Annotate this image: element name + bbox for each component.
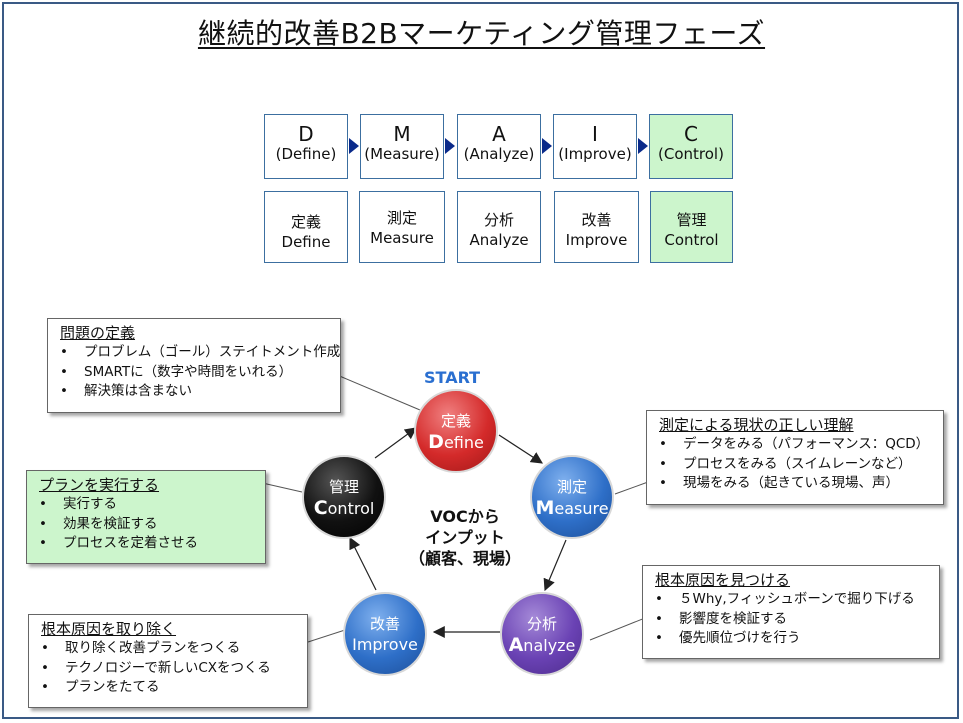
phase-arrow-4 (638, 138, 648, 154)
callout-define: 問題の定義 •プロブレム（ゴール）ステイトメント作成 •SMARTに（数字や時間… (47, 318, 341, 413)
leader-define (329, 371, 421, 411)
circle-control-en: Control (304, 497, 384, 520)
list-item: •影響度を検証する (655, 610, 787, 627)
phase-box-define: D (Define) (264, 114, 348, 179)
label-jp-control: 管理 (676, 211, 707, 229)
label-box-improve: 改善 Improve (554, 191, 639, 263)
list-item: •５Why,フィッシュボーンで掘り下げる (655, 591, 915, 607)
list-item: •効果を検証する (39, 515, 158, 532)
leader-measure (614, 481, 649, 495)
phase-name-analyze: (Analyze) (463, 145, 535, 163)
phase-box-improve: I (Improve) (553, 114, 637, 179)
voc-line-2: インプット (425, 528, 505, 547)
list-item: •優先順位づけを行う (655, 630, 801, 646)
phase-letter-d: D (298, 122, 314, 146)
circle-define-rest: efine (443, 433, 484, 452)
label-jp-measure: 測定 (386, 209, 417, 227)
phase-box-analyze: A (Analyze) (457, 114, 541, 179)
phase-arrow-2 (445, 138, 455, 154)
circle-measure-en: Measure (532, 497, 612, 520)
label-en-analyze: Analyze (469, 231, 529, 249)
list-item: •プランをたてる (41, 679, 160, 695)
callout-measure-heading: 測定による現状の正しい理解 (659, 416, 854, 434)
label-jp-define: 定義 (290, 213, 321, 231)
circle-control: 管理 Control (302, 455, 386, 539)
voc-center-label: VOCから インプット （顧客、現場） (408, 506, 522, 569)
label-en-control: Control (664, 231, 719, 249)
cycle-arrow-improve-control (349, 536, 377, 591)
list-item: •実行する (39, 496, 117, 512)
circle-analyze-jp: 分析 (526, 615, 557, 633)
phase-box-control: C (Control) (649, 114, 733, 179)
label-jp-analyze: 分析 (483, 211, 514, 229)
start-label: START (424, 368, 481, 387)
circle-control-rest: ontrol (327, 499, 375, 518)
circle-analyze-initial: A (508, 634, 524, 656)
callout-improve: 根本原因を取り除く •取り除く改善プランをつくる •テクノロジーで新しいCXをつ… (28, 614, 308, 708)
circle-measure-jp: 測定 (556, 478, 587, 496)
circle-define-en: Define (416, 431, 496, 454)
phase-arrow-3 (542, 138, 552, 154)
phase-letter-i: I (592, 122, 598, 146)
list-item: •プロセスをみる（スイムレーンなど） (659, 455, 912, 472)
phase-name-define: (Define) (275, 145, 337, 163)
phase-name-measure: (Measure) (364, 145, 440, 163)
callout-analyze-heading: 根本原因を見つける (655, 571, 791, 589)
circle-control-initial: C (313, 497, 328, 519)
circle-measure-initial: M (535, 497, 555, 519)
circle-measure: 測定 Measure (530, 455, 614, 539)
circle-analyze-rest: nalyze (523, 636, 576, 655)
phase-box-measure: M (Measure) (360, 114, 444, 179)
list-item: •テクノロジーで新しいCXをつくる (41, 659, 271, 676)
circle-improve: 改善 Improve (343, 592, 427, 676)
label-jp-improve: 改善 (581, 211, 612, 229)
list-item: •解決策は含まない (60, 383, 192, 399)
circle-define-jp: 定義 (440, 412, 471, 430)
cycle-arrow-define-measure (498, 434, 544, 464)
list-item: •データをみる（パフォーマンス：QCD） (659, 436, 930, 452)
list-item: •プロブレム（ゴール）ステイトメント作成 (60, 344, 341, 360)
label-box-measure: 測定 Measure (359, 191, 445, 263)
circle-analyze: 分析 Analyze (500, 592, 584, 676)
phase-letter-c: C (684, 122, 698, 146)
callout-control: プランを実行する •実行する •効果を検証する •プロセスを定着させる (26, 470, 266, 564)
list-item: •現場をみる（起きている現場、声） (659, 475, 899, 491)
callout-measure: 測定による現状の正しい理解 •データをみる（パフォーマンス：QCD） •プロセス… (646, 410, 944, 505)
label-en-improve: Improve (565, 231, 628, 249)
list-item: •SMARTに（数字や時間をいれる） (60, 363, 293, 380)
callout-define-heading: 問題の定義 (60, 324, 136, 342)
label-box-analyze: 分析 Analyze (457, 191, 541, 263)
leader-improve (307, 629, 346, 643)
label-en-define: Define (281, 233, 331, 251)
circle-improve-jp: 改善 (369, 615, 400, 633)
label-box-define: 定義 Define (264, 191, 348, 263)
page-title: 継続的改善B2Bマーケティング管理フェーズ (197, 17, 766, 50)
circle-measure-rest: easure (554, 499, 609, 518)
circle-define-initial: D (428, 431, 444, 453)
cycle-arrow-measure-analyze (543, 539, 567, 592)
callout-control-heading: プランを実行する (39, 476, 160, 494)
phase-letter-m: M (393, 122, 411, 146)
phase-name-control: (Control) (658, 145, 724, 163)
voc-line-1: VOCから (430, 507, 500, 526)
circle-control-jp: 管理 (328, 478, 359, 496)
cycle-arrow-control-define (374, 427, 417, 459)
label-box-control: 管理 Control (650, 191, 733, 263)
phase-letter-a: A (492, 122, 506, 146)
circle-improve-en: Improve (352, 635, 418, 654)
callout-analyze: 根本原因を見つける •５Why,フィッシュボーンで掘り下げる •影響度を検証する… (642, 565, 940, 659)
list-item: •取り除く改善プランをつくる (41, 640, 241, 656)
callout-improve-heading: 根本原因を取り除く (41, 620, 177, 638)
phase-arrow-1 (349, 138, 359, 154)
label-en-measure: Measure (370, 229, 434, 247)
voc-line-3: （顧客、現場） (408, 549, 521, 568)
circle-analyze-en: Analyze (502, 634, 582, 657)
circle-define: 定義 Define (414, 389, 498, 473)
list-item: •プロセスを定着させる (39, 535, 198, 551)
phase-name-improve: (Improve) (558, 145, 632, 163)
